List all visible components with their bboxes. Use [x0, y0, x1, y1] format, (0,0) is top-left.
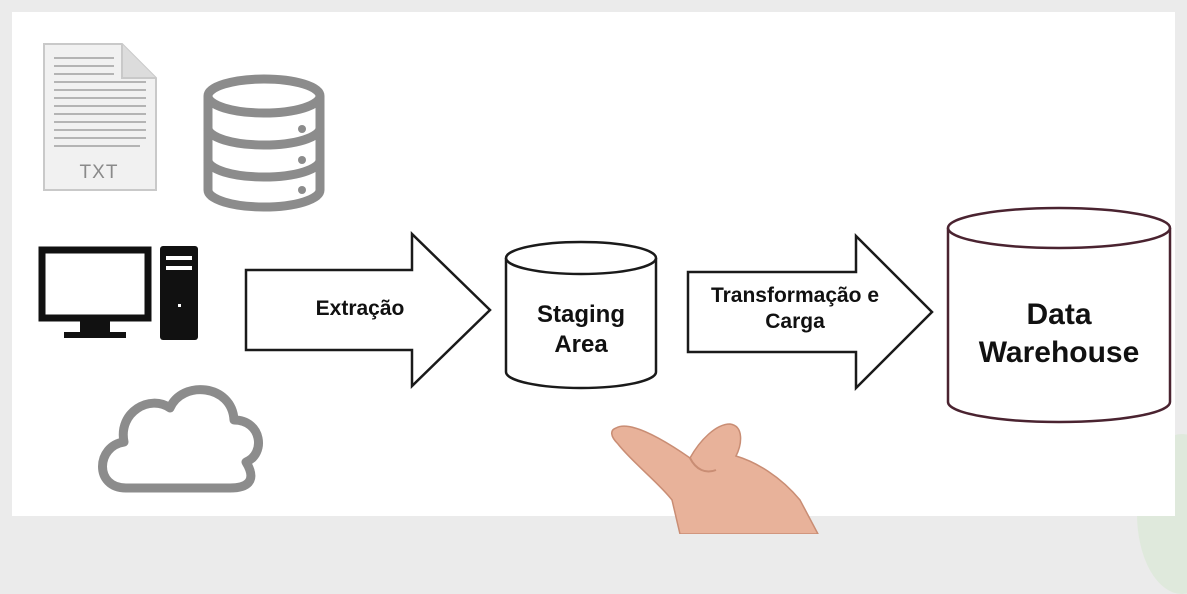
data-warehouse-label: Data Warehouse: [978, 298, 1140, 369]
txt-file-icon: [43, 43, 157, 191]
txt-file-label: TXT: [79, 162, 119, 183]
staging-area-cylinder: [504, 240, 658, 390]
database-dots: [298, 125, 306, 194]
transform-load-label: Transformação e Carga: [710, 284, 880, 334]
database-icon: [203, 74, 325, 212]
monitor-icon: [38, 246, 152, 338]
computer-tower-icon: [160, 246, 198, 340]
extract-label: Extração: [315, 297, 405, 320]
staging-area-label: Staging Area: [537, 301, 625, 358]
etl-diagram: [38, 43, 1172, 534]
stage: TXT Extração Staging Area Transformação …: [12, 12, 1187, 594]
cloud-icon: [98, 385, 263, 493]
transform-load-arrow: [686, 232, 934, 392]
extract-arrow: [244, 231, 492, 389]
data-warehouse-cylinder: [946, 206, 1172, 424]
pointing-hand: [611, 423, 819, 534]
